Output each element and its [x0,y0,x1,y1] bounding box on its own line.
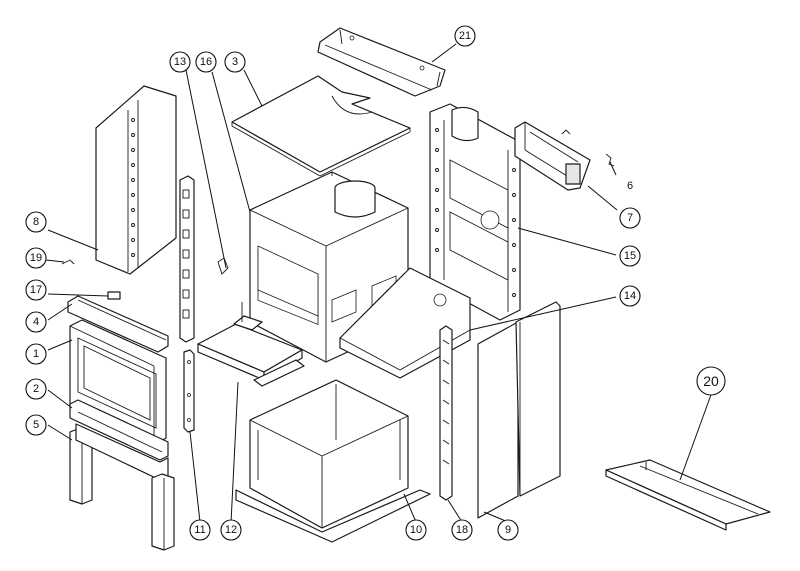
part-21-top-bracket [317,27,446,97]
callout-4: 4 [25,311,47,333]
part-17-hardware [107,291,121,300]
callout-label: 13 [174,56,186,68]
callout-label: 7 [627,212,633,224]
part-7-control-box [514,121,591,191]
callout-19: 19 [25,247,47,269]
leader-lines [45,43,713,524]
part-15-back-panel [429,103,521,321]
callout-3: 3 [224,51,246,73]
callout-16: 16 [195,51,217,73]
callout-label: 19 [30,252,42,264]
callout-21: 21 [454,25,476,47]
callout-7: 7 [619,207,641,229]
callout-circle [619,207,641,229]
callout-label: 5 [33,419,39,431]
part-5-right-pillar [151,473,175,551]
callout-17: 17 [25,279,47,301]
callout-label: 15 [624,250,636,262]
callout-circle [696,366,726,396]
callout-circle [189,519,211,541]
callout-circle [169,51,191,73]
callout-circle [25,414,47,436]
callout-circle [454,25,476,47]
part-11-hinge-rail [183,349,195,433]
callout-1: 1 [25,343,47,365]
callout-15: 15 [619,245,641,267]
callout-label: 18 [456,524,468,536]
callout-18: 18 [451,519,473,541]
callout-label: 12 [225,524,237,536]
callout-2: 2 [25,378,47,400]
callout-circle [220,519,242,541]
part-2-lower-trim [69,399,169,461]
callout-circle [405,519,427,541]
part-8-left-side-panel [95,85,177,275]
callout-circle [619,245,641,267]
callout-label: 9 [505,524,511,536]
callout-10: 10 [405,519,427,541]
callout-label: 16 [200,56,212,68]
callout-circle [195,51,217,73]
callout-label: 4 [33,316,39,328]
callout-label: 8 [33,216,39,228]
base-tray [339,267,471,379]
part-3-top-plate [231,75,411,177]
callout-circle [25,378,47,400]
callout-circle [497,519,519,541]
callout-label: 10 [410,524,422,536]
callout-label: 21 [459,30,471,42]
callout-label: 14 [624,290,636,302]
part-20-floor-plate [605,459,771,531]
callout-circle [25,311,47,333]
callout-9: 9 [497,519,519,541]
callout-circle [25,343,47,365]
callout-12: 12 [220,519,242,541]
callout-5: 5 [25,414,47,436]
part-12-ash-tray [197,302,305,387]
part-18-side-trim [439,325,453,501]
callout-label: 17 [30,284,42,296]
callout-label: 20 [703,373,719,389]
callout-circle [25,211,47,233]
callout-label: 2 [33,383,39,395]
part-4-door-top-trim [67,295,169,353]
part-10-base-frame [235,379,431,543]
callout-circle [451,519,473,541]
callout-14: 14 [619,285,641,307]
callout-circle [25,279,47,301]
callout-label: 6 [627,180,633,192]
callout-8: 8 [25,211,47,233]
callout-circle [25,247,47,269]
callout-6: 6 [627,180,633,192]
part-9-right-side-panel [477,301,561,519]
callout-circle [224,51,246,73]
callout-11: 11 [189,519,211,541]
callout-label: 1 [33,348,39,360]
callout-20: 20 [696,366,726,396]
callout-13: 13 [169,51,191,73]
callout-label: 3 [232,56,238,68]
part-13-rail [179,175,229,343]
callout-circle [619,285,641,307]
part-19-hardware [61,259,75,265]
callout-label: 11 [194,524,205,536]
